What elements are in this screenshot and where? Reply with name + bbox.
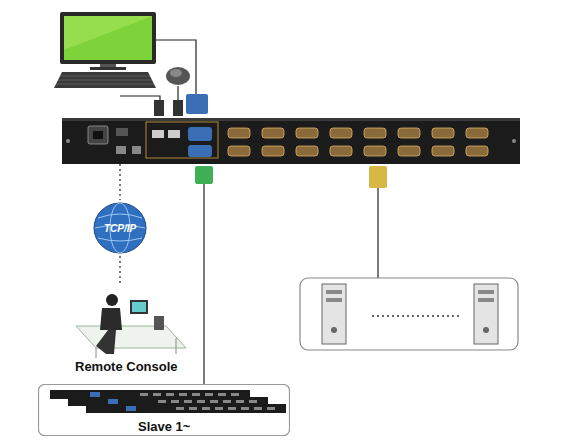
vga-port bbox=[330, 128, 352, 138]
vga-port bbox=[364, 128, 386, 138]
network-globe: TCP/IP bbox=[88, 200, 152, 256]
vga-port bbox=[398, 146, 420, 156]
slave-group: Slave 1~ bbox=[38, 384, 290, 436]
vga-port bbox=[364, 146, 386, 156]
vga-port bbox=[296, 128, 318, 138]
vga-port bbox=[296, 146, 318, 156]
vga-port bbox=[330, 146, 352, 156]
vga-port bbox=[228, 128, 250, 138]
network-link bbox=[119, 256, 120, 286]
mouse bbox=[166, 67, 190, 85]
node-label: Slave 1~ bbox=[138, 419, 190, 434]
keyboard bbox=[54, 72, 156, 88]
console-cables bbox=[120, 40, 196, 102]
vga-port bbox=[466, 128, 488, 138]
node-label: TCP/IP bbox=[104, 223, 136, 234]
vga-port bbox=[432, 146, 454, 156]
node-label: Remote Console bbox=[75, 359, 178, 374]
server-group bbox=[300, 278, 518, 350]
monitor bbox=[60, 12, 156, 70]
vga-port bbox=[398, 128, 420, 138]
vga-port bbox=[466, 146, 488, 156]
vga-port bbox=[262, 146, 284, 156]
vga-port bbox=[262, 128, 284, 138]
kvm-switch bbox=[62, 118, 520, 164]
remote-console: Remote Console bbox=[56, 286, 196, 376]
vga-port bbox=[228, 146, 250, 156]
vga-port bbox=[432, 128, 454, 138]
